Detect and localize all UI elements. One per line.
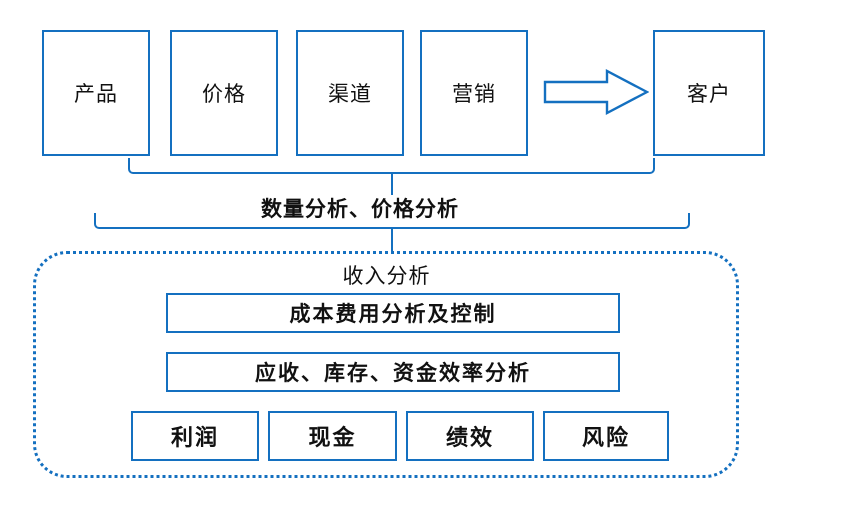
panel-title: 收入分析: [342, 264, 431, 288]
chain-box-label: 渠道: [328, 82, 372, 106]
receivable-inventory-label: 应收、库存、资金效率分析: [255, 361, 531, 385]
lower-bracket-stem: [391, 228, 393, 252]
chain-box-price[interactable]: 价格: [170, 30, 278, 156]
kpi-box-performance[interactable]: 绩效: [406, 411, 534, 461]
cost-control-box[interactable]: 成本费用分析及控制: [166, 293, 620, 333]
chain-box-label: 营销: [452, 82, 496, 106]
chain-box-product[interactable]: 产品: [42, 30, 150, 156]
kpi-box-profit[interactable]: 利润: [131, 411, 259, 461]
right-block-arrow-icon: [543, 69, 649, 115]
chain-box-label: 客户: [687, 82, 731, 106]
receivable-inventory-box[interactable]: 应收、库存、资金效率分析: [166, 352, 620, 392]
chain-box-label: 产品: [74, 82, 118, 106]
kpi-box-cash[interactable]: 现金: [268, 411, 397, 461]
cost-control-label: 成本费用分析及控制: [289, 302, 497, 326]
upper-bracket: [128, 158, 655, 174]
chain-box-channel[interactable]: 渠道: [296, 30, 404, 156]
chain-box-label: 价格: [202, 82, 246, 106]
chain-box-customer[interactable]: 客户: [653, 30, 765, 156]
kpi-label: 绩效: [445, 425, 494, 450]
chain-box-marketing[interactable]: 营销: [420, 30, 528, 156]
upper-bracket-stem: [391, 173, 393, 195]
lower-bracket: [94, 213, 690, 229]
kpi-label: 现金: [308, 425, 357, 450]
panel-title-wrapper: 收入分析: [0, 260, 773, 290]
kpi-label: 风险: [581, 425, 630, 450]
connector-label: 数量分析、价格分析: [261, 197, 459, 221]
kpi-label: 利润: [170, 425, 219, 450]
connector-label-wrapper: 数量分析、价格分析: [0, 193, 846, 223]
kpi-box-risk[interactable]: 风险: [543, 411, 669, 461]
